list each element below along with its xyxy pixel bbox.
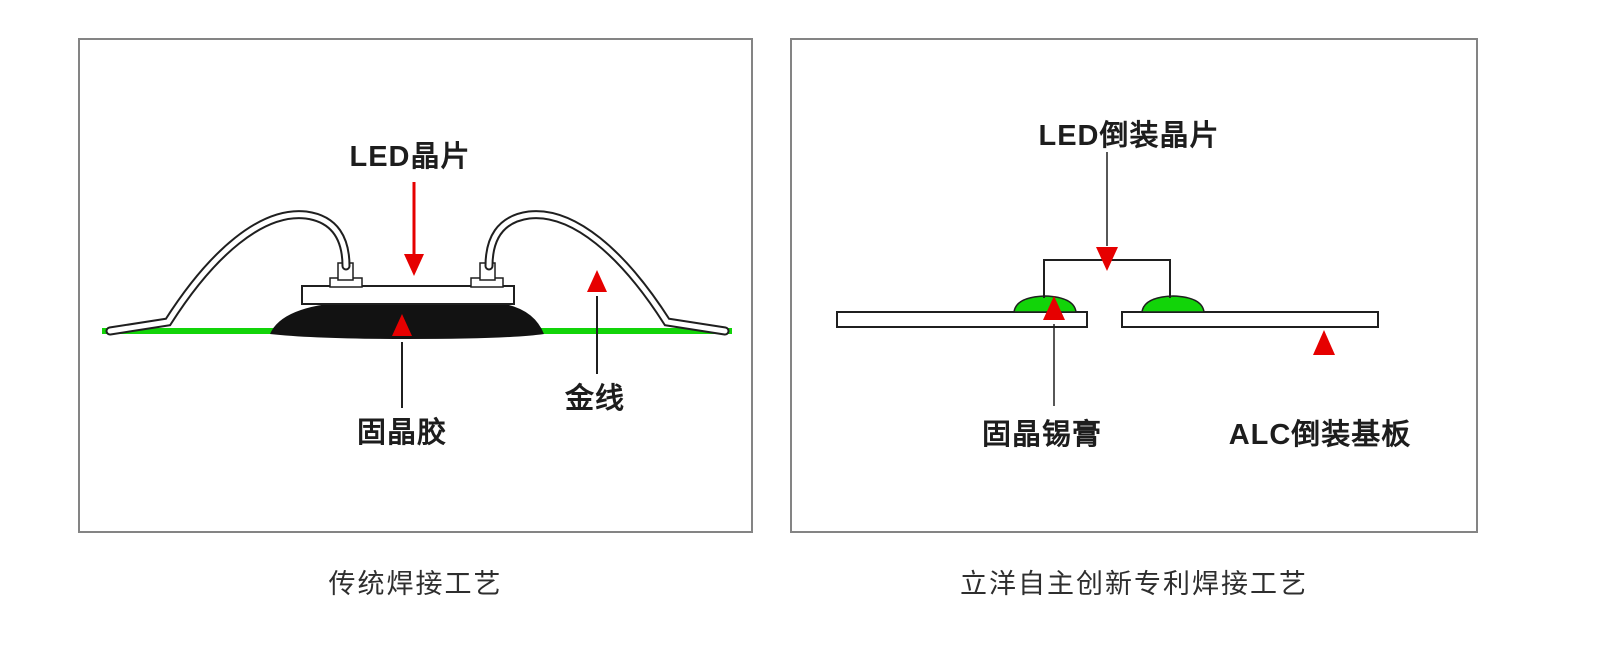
solder-paste-arrow-icon bbox=[1043, 296, 1065, 320]
substrate-right-bar bbox=[1121, 311, 1379, 328]
led-chip-body bbox=[301, 285, 515, 305]
led-chip-label: LED晶片 bbox=[349, 141, 471, 173]
substrate-left-bar bbox=[836, 311, 1088, 328]
patented-process-diagram bbox=[836, 152, 1379, 406]
substrate-arrow-icon bbox=[1313, 330, 1335, 355]
gold-wire-label: 金线 bbox=[564, 383, 626, 415]
solder-paste-left bbox=[1013, 295, 1077, 313]
gold-wire-arrow-icon bbox=[587, 270, 607, 292]
led-flip-chip-label: LED倒装晶片 bbox=[1038, 120, 1220, 152]
patented-process-panel: LED倒装晶片 固晶锡膏 ALC倒装基板 bbox=[790, 38, 1478, 533]
traditional-process-diagram bbox=[102, 182, 732, 408]
alc-substrate-label: ALC倒装基板 bbox=[1228, 419, 1412, 451]
flip-chip-arrow-icon bbox=[1096, 247, 1118, 271]
right-caption: 立洋自主创新专利焊接工艺 bbox=[960, 569, 1308, 599]
solder-paste-right bbox=[1141, 295, 1205, 313]
solder-paste-label: 固晶锡膏 bbox=[981, 419, 1103, 451]
die-attach-glue-blob bbox=[270, 302, 544, 339]
right-gold-wire-core bbox=[486, 212, 728, 334]
left-gold-wire-core bbox=[107, 212, 349, 334]
led-chip-arrow-icon bbox=[404, 254, 424, 276]
left-caption: 传统焊接工艺 bbox=[328, 569, 503, 599]
die-attach-glue-label: 固晶胶 bbox=[356, 417, 448, 449]
traditional-process-panel: LED晶片 固晶胶 金线 bbox=[78, 38, 753, 533]
glue-arrow-icon bbox=[392, 314, 412, 336]
